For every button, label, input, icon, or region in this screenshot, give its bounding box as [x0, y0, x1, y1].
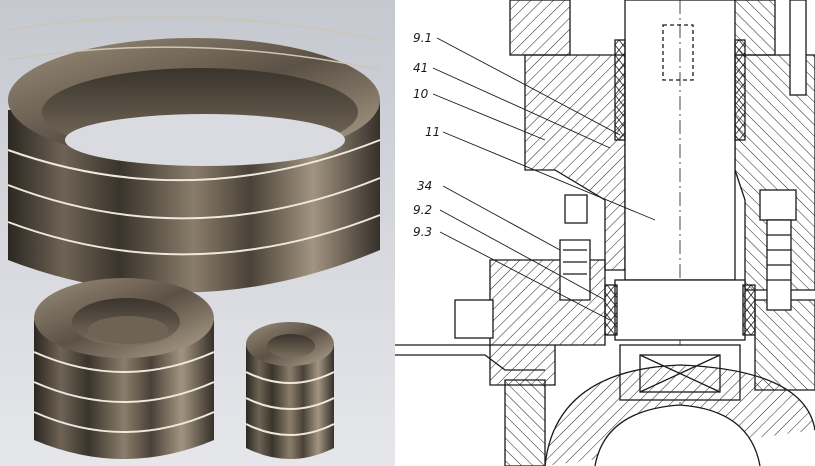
section-drawing: 9.1 41 10 11 34 9.2 9.3	[395, 0, 815, 466]
callout-9-2: 9.2	[413, 203, 432, 217]
callout-9-1: 9.1	[413, 31, 432, 45]
small-ring-stack	[245, 322, 335, 459]
large-ring-stack	[7, 16, 381, 293]
callout-9-3: 9.3	[413, 225, 432, 239]
housing-outline	[395, 0, 815, 466]
medium-ring-stack	[33, 278, 215, 459]
packing-rings-photo	[0, 0, 395, 466]
callout-34: 34	[417, 179, 432, 193]
callout-labels: 9.1 41 10 11 34 9.2 9.3	[413, 31, 440, 239]
callout-11: 11	[425, 125, 440, 139]
leader-lines	[432, 37, 656, 321]
callout-10: 10	[413, 87, 429, 101]
callout-41: 41	[413, 61, 428, 75]
